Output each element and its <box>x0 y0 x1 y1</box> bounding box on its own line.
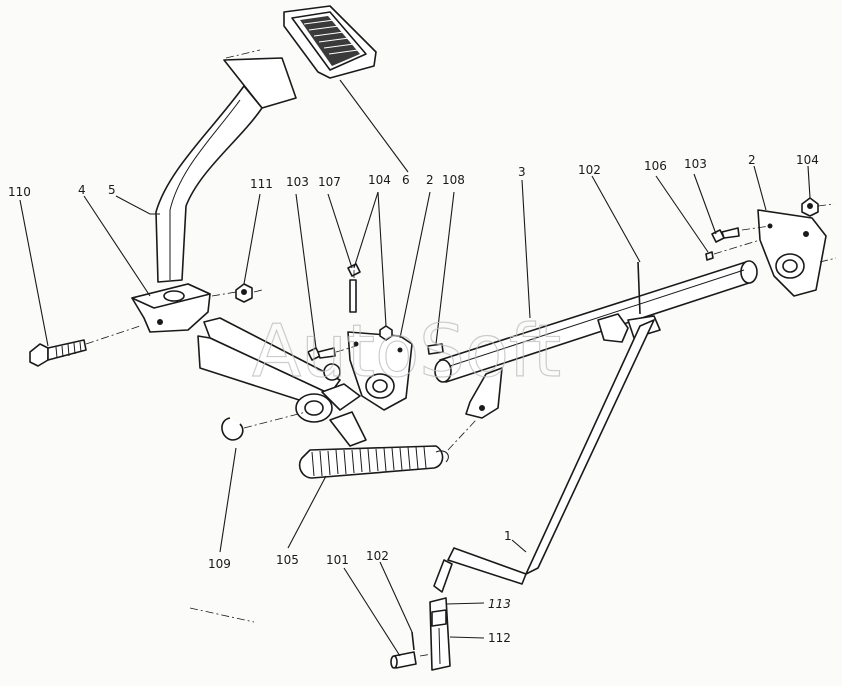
callout-labels: 110 4 5 111 103 107 104 6 2 108 3 102 10… <box>8 153 819 645</box>
callout-109: 109 <box>208 557 231 571</box>
callout-5: 5 <box>108 183 116 197</box>
callout-104-left: 104 <box>368 173 391 187</box>
split-pin-102-part <box>637 261 641 315</box>
callout-102-bottom: 102 <box>366 549 389 563</box>
bolt-103-right-part <box>711 227 740 243</box>
pivot-block-part <box>131 283 211 333</box>
callout-106: 106 <box>644 159 667 173</box>
callout-104-right: 104 <box>796 153 819 167</box>
callout-2-left: 2 <box>426 173 434 187</box>
callout-101: 101 <box>326 553 349 567</box>
callout-1: 1 <box>504 529 512 543</box>
shaft-3-part <box>434 260 758 383</box>
rod-1-part <box>447 319 655 585</box>
bolt-110-part <box>29 339 87 367</box>
callout-103-left: 103 <box>286 175 309 189</box>
callout-6: 6 <box>402 173 410 187</box>
lever-arm-part <box>197 317 367 447</box>
spring-105-part <box>298 445 449 479</box>
watermark-text: AutoSoft <box>252 309 561 393</box>
bolt-107-part <box>347 263 361 313</box>
callout-103-right: 103 <box>684 157 707 171</box>
circlip-109-part <box>221 417 244 441</box>
callout-102-top: 102 <box>578 163 601 177</box>
callout-108: 108 <box>442 173 465 187</box>
bolt-103-left-part <box>307 347 336 361</box>
shaft-lever-part <box>465 367 503 419</box>
nut-111-part <box>235 283 253 303</box>
callout-2-right: 2 <box>748 153 756 167</box>
pin-108-part <box>427 343 444 355</box>
clevis-pin-101-part <box>390 651 417 669</box>
split-pin-102-bottom-part <box>411 631 415 651</box>
fork-end-part <box>429 559 453 671</box>
callout-107: 107 <box>318 175 341 189</box>
nut-104-right-part <box>801 197 819 217</box>
bracket-right-part <box>757 209 827 297</box>
callout-4: 4 <box>78 183 86 197</box>
callout-3: 3 <box>518 165 526 179</box>
leader-lines <box>19 79 811 657</box>
callout-113: 113 <box>488 597 511 611</box>
pin-106-part <box>705 251 714 261</box>
callout-105: 105 <box>276 553 299 567</box>
alignment-lines <box>85 49 837 657</box>
callout-110: 110 <box>8 185 31 199</box>
callout-112: 112 <box>488 631 511 645</box>
bracket-left-part <box>347 331 413 411</box>
pedal-arm-part <box>155 57 297 283</box>
pedal-pad-part <box>283 5 377 79</box>
callout-111: 111 <box>250 177 273 191</box>
